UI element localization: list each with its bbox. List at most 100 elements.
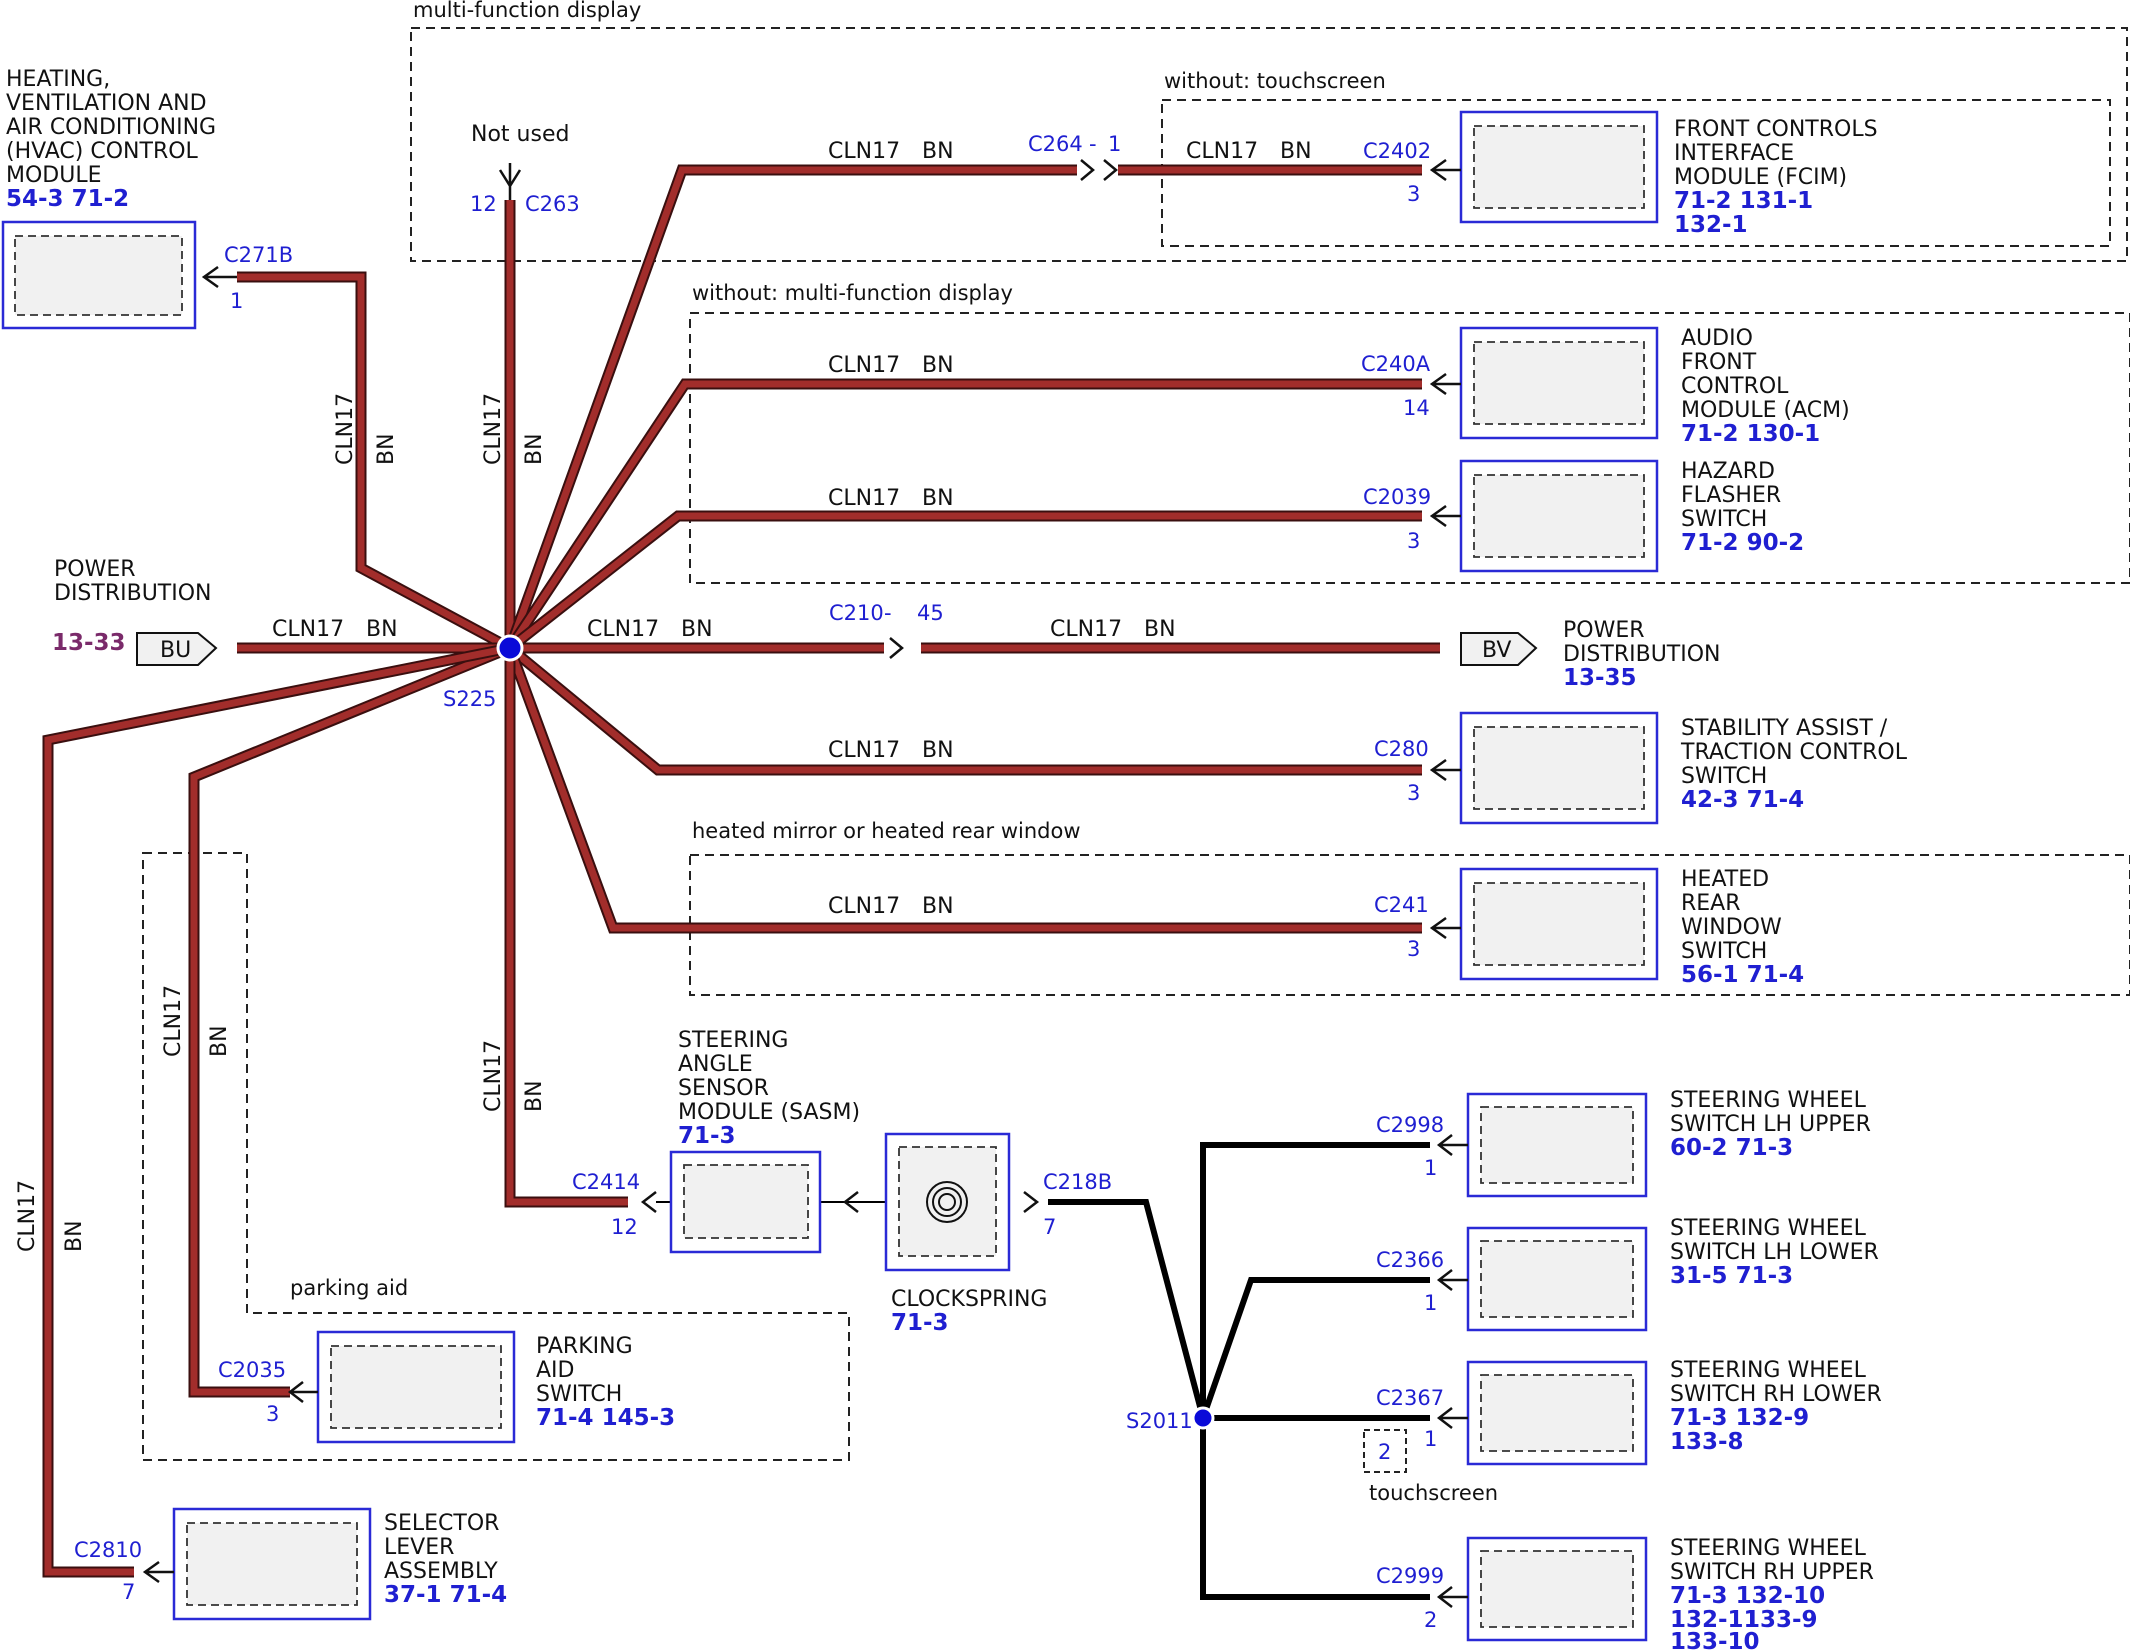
svg-text:3: 3 [1407,781,1420,805]
svg-text:BN: BN [1280,139,1312,164]
svg-text:13-33: 13-33 [52,630,126,656]
svg-text:CLN17: CLN17 [587,617,659,642]
svg-text:71-4 145-3: 71-4 145-3 [536,1405,675,1431]
svg-text:71-2 130-1: 71-2 130-1 [1681,421,1820,447]
region-label: without: multi-function display [692,281,1013,305]
splice-label: S2011 [1126,1409,1193,1433]
svg-text:14: 14 [1403,396,1430,420]
svg-text:C2414: C2414 [572,1170,640,1194]
svg-text:BN: BN [374,433,399,465]
svg-text:C263: C263 [525,192,580,216]
svg-text:42-3 71-4: 42-3 71-4 [1681,787,1804,813]
svg-text:C280: C280 [1374,737,1429,761]
svg-text:C264: C264 [1028,132,1083,156]
svg-text:C241: C241 [1374,893,1429,917]
svg-text:71-2 90-2: 71-2 90-2 [1681,530,1804,556]
svg-text:3: 3 [1407,937,1420,961]
not-used-termination: Not used 12 C263 [470,122,580,216]
svg-text:3: 3 [1407,529,1420,553]
svg-text:45: 45 [917,601,944,625]
svg-text:CLN17: CLN17 [1050,617,1122,642]
svg-text:C2366: C2366 [1376,1248,1444,1272]
splice-s225: S225 [443,634,524,711]
svg-text:BN: BN [366,617,398,642]
brown-wires [42,164,1440,1578]
svg-text:BN: BN [922,894,954,919]
svg-text:C271B: C271B [224,243,293,267]
svg-text:Not used: Not used [471,122,569,147]
svg-text:CLN17: CLN17 [272,617,344,642]
svg-text:2: 2 [1424,1608,1437,1632]
svg-text:C2367: C2367 [1376,1386,1444,1410]
svg-text:C240A: C240A [1361,352,1431,376]
svg-text:60-2 71-3: 60-2 71-3 [1670,1135,1793,1161]
svg-text:56-1 71-4: 56-1 71-4 [1681,962,1804,988]
svg-text:C2810: C2810 [74,1538,142,1562]
region-label: without: touchscreen [1164,69,1386,93]
svg-text:CLN17: CLN17 [828,486,900,511]
svg-text:37-1 71-4: 37-1 71-4 [384,1582,507,1608]
black-wires [656,1142,1430,1600]
svg-text:71-3: 71-3 [678,1123,736,1149]
svg-text:1: 1 [1424,1291,1437,1315]
svg-text:BN: BN [922,738,954,763]
svg-text:1: 1 [1424,1427,1437,1451]
svg-text:71-3: 71-3 [891,1310,949,1336]
region-label: parking aid [290,1276,408,1300]
svg-text:BN: BN [522,1080,547,1112]
region-without-mfd: without: multi-function display [689,281,2130,584]
svg-text:CLN17: CLN17 [161,985,186,1057]
region-label: multi-function display [413,0,641,22]
svg-text:BN: BN [62,1220,87,1252]
svg-text:BN: BN [1144,617,1176,642]
svg-text:C2999: C2999 [1376,1564,1444,1588]
svg-text:CLN17: CLN17 [828,353,900,378]
svg-text:C210: C210 [829,601,884,625]
svg-text:7: 7 [1043,1215,1056,1239]
svg-text:3: 3 [266,1402,279,1426]
splice-s2011: S2011 [1126,1406,1215,1433]
svg-text:CLN17: CLN17 [828,894,900,919]
svg-text:-: - [1089,132,1097,156]
svg-text:CLN17: CLN17 [15,1180,40,1252]
svg-text:C2039: C2039 [1363,485,1431,509]
svg-text:BV: BV [1482,638,1511,663]
svg-text:C2402: C2402 [1363,139,1431,163]
splice-label: S225 [443,687,496,711]
svg-text:12: 12 [611,1215,638,1239]
svg-text:13-35: 13-35 [1563,665,1637,691]
svg-text:BN: BN [522,433,547,465]
svg-text:7: 7 [122,1580,135,1604]
svg-text:CLN17: CLN17 [828,738,900,763]
svg-text:1: 1 [230,289,243,313]
svg-text:CLN17: CLN17 [1186,139,1258,164]
svg-text:BN: BN [922,486,954,511]
svg-text:BN: BN [681,617,713,642]
svg-text:1: 1 [1424,1156,1437,1180]
